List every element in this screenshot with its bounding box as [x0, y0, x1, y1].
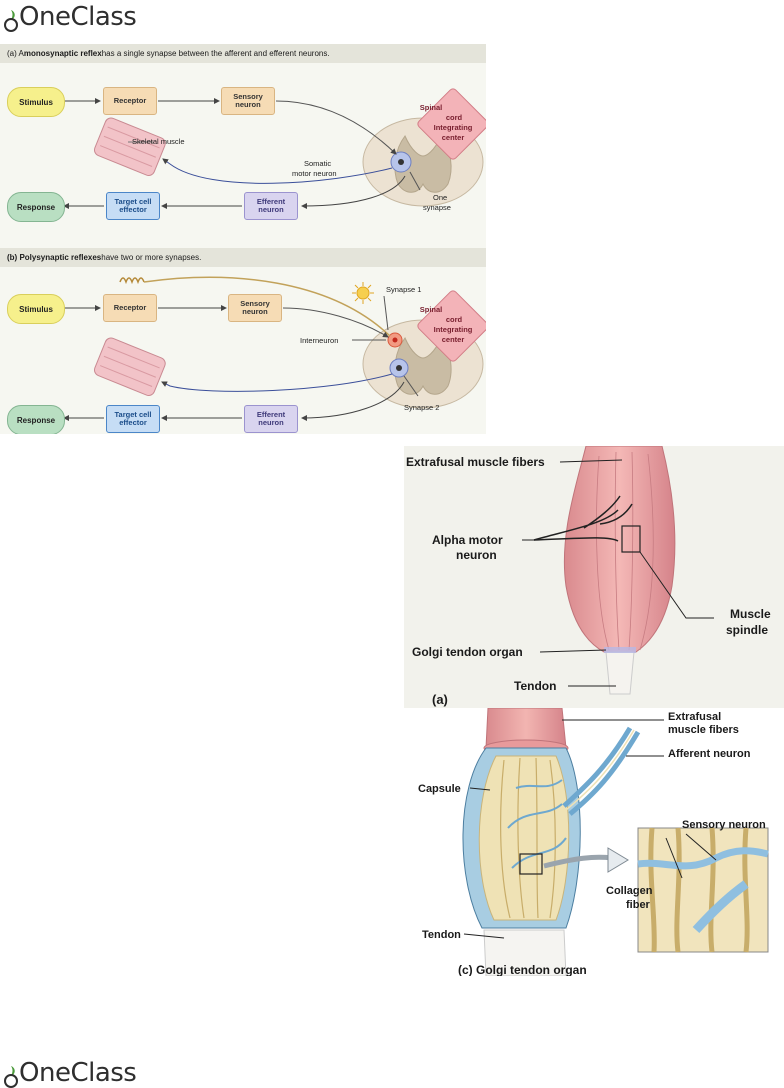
response-node-b: Response	[7, 405, 65, 434]
label-spinal-b2: cord	[446, 315, 463, 324]
label-alpha-1: Alpha motor	[432, 533, 503, 547]
response-node-a: Response	[7, 192, 65, 222]
sensory-neuron-inset	[637, 827, 769, 953]
label-spinal-b3: Integrating	[434, 325, 473, 334]
skeletal-muscle-b	[94, 337, 166, 396]
label-spinal-a1: Spinal	[420, 103, 443, 112]
leaf-icon	[4, 10, 18, 32]
label-sensory-neuron: Sensory neuron	[682, 819, 766, 831]
label-extrafusal: Extrafusal muscle fibers	[406, 455, 545, 469]
label-alpha-2: neuron	[456, 548, 497, 562]
receptor-node-b: Receptor	[103, 294, 157, 322]
label-spinal-a2: cord	[446, 113, 463, 122]
receptor-node-a: Receptor	[103, 87, 157, 115]
integrating-center-b	[417, 290, 486, 362]
label-tendon-a: Tendon	[514, 679, 556, 693]
golgi-artwork: Extrafusal muscle fibers Afferent neuron…	[418, 708, 769, 976]
reflex-artwork: Skeletal muscle Somatic motor neuron Spi…	[63, 88, 486, 421]
label-one-synapse-1: One	[433, 193, 447, 202]
label-extrafusal-1: Extrafusal	[668, 711, 721, 723]
label-somatic-2: motor neuron	[292, 169, 337, 178]
brand-name: OneClass	[19, 2, 137, 32]
skeletal-muscle-a	[94, 117, 166, 176]
label-somatic-1: Somatic	[304, 159, 331, 168]
label-capsule: Capsule	[418, 783, 461, 795]
sun-stimulus-icon	[352, 282, 374, 304]
muscle-spindle-figure: Extrafusal muscle fibers Alpha motor neu…	[404, 446, 784, 708]
label-extrafusal-2: muscle fibers	[668, 724, 739, 736]
label-collagen-2: fiber	[626, 899, 651, 911]
integrating-center-a	[417, 88, 486, 160]
leaf-icon	[4, 1066, 18, 1088]
label-spindle-1: Muscle	[730, 607, 771, 621]
label-spinal-b4: center	[442, 335, 465, 344]
label-synapse-1: Synapse 1	[386, 285, 421, 294]
brand-name-footer: OneClass	[19, 1058, 137, 1088]
label-spinal-a3: Integrating	[434, 123, 473, 132]
heading-polysynaptic: (b) Polysynaptic reflexes have two or mo…	[0, 248, 486, 267]
label-synapse-2: Synapse 2	[404, 403, 439, 412]
label-spinal-a4: center	[442, 133, 465, 142]
label-spinal-b1: Spinal	[420, 305, 443, 314]
brand-logo: OneClass	[4, 2, 137, 32]
label-tendon-c: Tendon	[422, 929, 461, 941]
label-spindle-2: spindle	[726, 623, 768, 637]
label-skeletal-muscle: Skeletal muscle	[132, 137, 185, 146]
heading-monosynaptic: (a) A monosynaptic reflex has a single s…	[0, 44, 486, 63]
label-afferent: Afferent neuron	[668, 748, 751, 760]
brand-logo-footer: OneClass	[4, 1058, 137, 1088]
label-golgi: Golgi tendon organ	[412, 645, 523, 659]
figure-caption-c: (c) Golgi tendon organ	[458, 963, 587, 976]
reflex-diagram: (a) A monosynaptic reflex has a single s…	[0, 44, 486, 434]
muscle-artwork: Extrafusal muscle fibers Alpha motor neu…	[406, 446, 771, 707]
label-interneuron: Interneuron	[300, 336, 338, 345]
label-collagen-1: Collagen	[606, 885, 653, 897]
label-one-synapse-2: synapse	[423, 203, 451, 212]
label-panel-a: (a)	[432, 692, 448, 707]
stimulus-node-b: Stimulus	[7, 294, 65, 324]
stimulus-node-a: Stimulus	[7, 87, 65, 117]
golgi-tendon-figure: Extrafusal muscle fibers Afferent neuron…	[416, 708, 784, 976]
